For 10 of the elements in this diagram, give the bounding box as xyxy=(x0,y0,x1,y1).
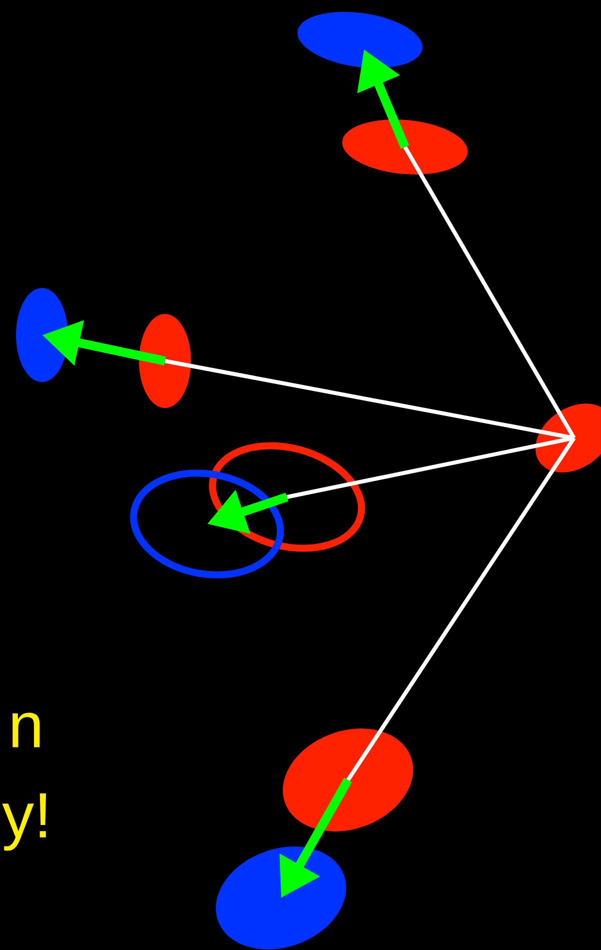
line xyxy=(346,436,576,782)
ellipse xyxy=(139,314,191,408)
line xyxy=(403,146,576,439)
ellipse xyxy=(16,288,68,382)
ring xyxy=(130,470,284,578)
line xyxy=(164,359,574,440)
line xyxy=(286,436,574,499)
ring xyxy=(209,442,365,552)
caption-text: y! xyxy=(2,793,46,851)
caption-text: n xyxy=(12,712,40,748)
